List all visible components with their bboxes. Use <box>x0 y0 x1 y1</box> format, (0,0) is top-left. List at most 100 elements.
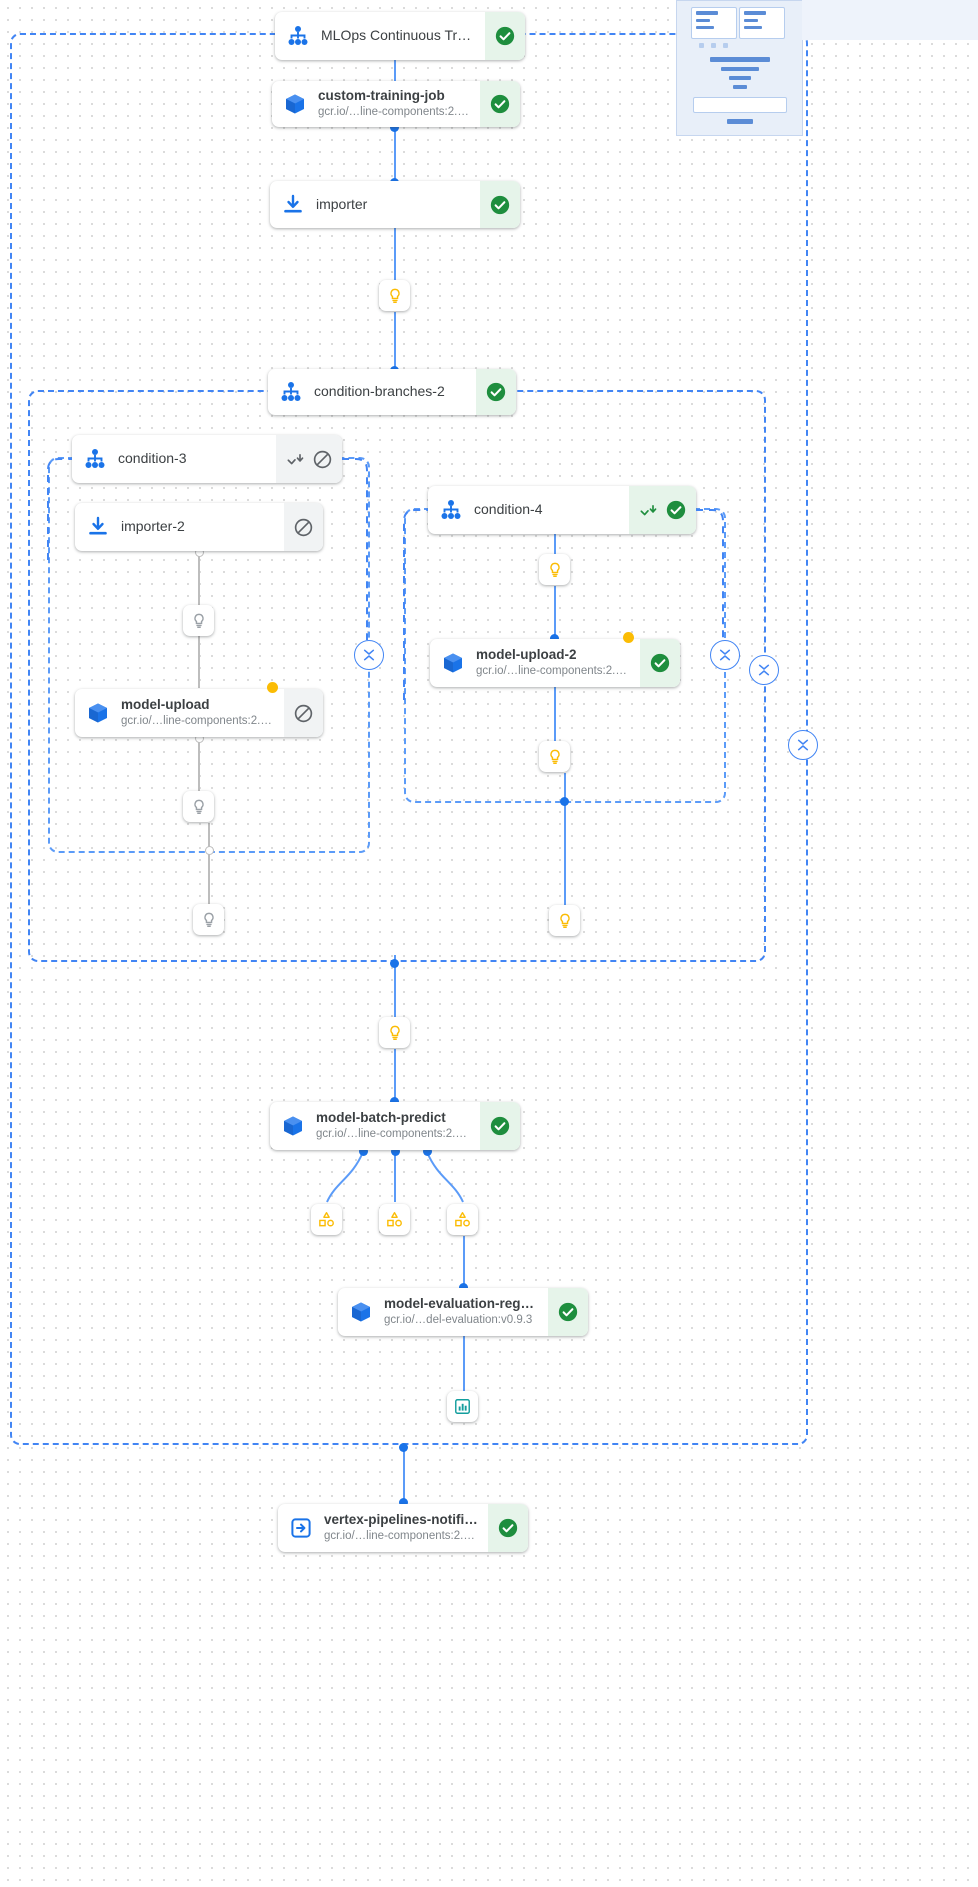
minimap-right-edge <box>802 0 978 40</box>
node-text: condition-4 <box>474 486 629 534</box>
chip-param-condition4-out[interactable] <box>549 905 580 936</box>
status-badge-succeeded <box>640 639 680 687</box>
edge-param-to-model-upload <box>198 636 200 688</box>
parameter-bulb-icon <box>193 799 204 814</box>
output-artifact-dot <box>623 632 634 643</box>
node-subtitle: gcr.io/…del-evaluation:v0.9.3 <box>384 1314 533 1327</box>
chip-param-branches-out[interactable] <box>379 1017 410 1048</box>
parameter-bulb-icon <box>389 1025 400 1040</box>
collapse-chevrons-icon <box>797 739 809 751</box>
node-importer-2[interactable]: importer-2 <box>75 503 323 551</box>
node-subtitle: gcr.io/…line-components:2.6.0 <box>121 715 274 728</box>
status-badge-succeeded <box>480 181 520 228</box>
edge-root-to-notification <box>403 1446 405 1504</box>
check-circle-icon <box>486 382 506 402</box>
edge-dot <box>459 1283 468 1292</box>
node-text: vertex-pipelines-notificat… gcr.io/…line… <box>324 1504 488 1552</box>
node-title: importer-2 <box>121 518 185 535</box>
status-badge-succeeded <box>488 1504 528 1552</box>
branch-merge-icon <box>287 454 304 465</box>
status-badge-succeeded <box>480 1102 520 1150</box>
check-circle-icon <box>650 653 670 673</box>
container-cube-icon <box>338 1288 384 1336</box>
minimap-bar <box>696 11 718 15</box>
node-condition-3[interactable]: condition-3 <box>72 435 342 483</box>
node-text: importer <box>316 181 480 228</box>
collapse-toggle-branches[interactable] <box>749 655 779 685</box>
check-circle-icon <box>495 26 515 46</box>
minimap-cluster <box>723 43 728 48</box>
node-subtitle: gcr.io/…line-components:2.6.0 <box>318 106 470 119</box>
node-text: custom-training-job gcr.io/…line-compone… <box>318 81 480 127</box>
edge-dot <box>359 1147 368 1156</box>
status-badge-skipped <box>276 435 342 483</box>
node-subtitle: gcr.io/…line-components:2.6.0 <box>324 1530 478 1543</box>
node-condition-branches-2[interactable]: condition-branches-2 <box>268 369 516 415</box>
chip-artifact-3[interactable] <box>447 1204 478 1235</box>
node-mlops-continuous-training[interactable]: MLOps Continuous Traini… <box>275 12 525 60</box>
minimap-bar <box>710 57 770 62</box>
chip-param-model-upload2-out[interactable] <box>539 741 570 772</box>
container-cube-icon <box>270 1102 316 1150</box>
edge-dot <box>399 1443 408 1452</box>
collapse-chevrons-icon <box>758 664 770 676</box>
import-download-icon <box>75 503 121 551</box>
chip-param-condition4-in[interactable] <box>539 554 570 585</box>
node-text: model-batch-predict gcr.io/…line-compone… <box>316 1102 480 1150</box>
node-model-upload-2[interactable]: model-upload-2 gcr.io/…line-components:2… <box>430 639 680 687</box>
edge-dot <box>205 846 214 855</box>
status-badge-succeeded <box>629 486 696 534</box>
status-badge-succeeded <box>548 1288 588 1336</box>
node-model-upload[interactable]: model-upload gcr.io/…line-components:2.6… <box>75 689 323 737</box>
container-cube-icon <box>75 689 121 737</box>
minimap-overview[interactable] <box>676 0 803 136</box>
minimap-bar <box>696 26 714 29</box>
edge-param-to-condition4-out <box>564 773 566 905</box>
edge-condition4-to-param <box>554 534 556 555</box>
edge-model-upload2-to-param <box>554 687 556 742</box>
pipeline-tree-icon <box>275 12 321 60</box>
node-title: model-upload-2 <box>476 646 577 662</box>
chip-metrics-1[interactable] <box>447 1391 478 1422</box>
node-model-evaluation-regression[interactable]: model-evaluation-regres… gcr.io/…del-eva… <box>338 1288 588 1336</box>
node-text: importer-2 <box>121 503 284 551</box>
chip-param-condition3-out[interactable] <box>193 904 224 935</box>
container-cube-icon <box>272 81 318 127</box>
parameter-bulb-icon <box>559 913 570 928</box>
node-text: MLOps Continuous Traini… <box>321 12 485 60</box>
node-vertex-pipelines-notification[interactable]: vertex-pipelines-notificat… gcr.io/…line… <box>278 1504 528 1552</box>
pipeline-tree-icon <box>268 369 314 415</box>
edge-dot <box>560 797 569 806</box>
artifact-shapes-icon <box>455 1211 470 1227</box>
node-text: model-upload gcr.io/…line-components:2.6… <box>121 689 284 737</box>
parameter-bulb-icon <box>549 562 560 577</box>
collapse-toggle-root[interactable] <box>788 730 818 760</box>
edge-dot <box>390 959 399 968</box>
chip-artifact-2[interactable] <box>379 1204 410 1235</box>
node-title: model-evaluation-regres… <box>384 1295 538 1311</box>
node-custom-training-job[interactable]: custom-training-job gcr.io/…line-compone… <box>272 81 520 127</box>
minimap-bar <box>744 11 766 15</box>
node-importer[interactable]: importer <box>270 181 520 228</box>
chip-artifact-1[interactable] <box>311 1204 342 1235</box>
node-condition-4[interactable]: condition-4 <box>428 486 696 534</box>
collapse-toggle-condition-4[interactable] <box>710 640 740 670</box>
check-circle-icon <box>490 94 510 114</box>
node-model-batch-predict[interactable]: model-batch-predict gcr.io/…line-compone… <box>270 1102 520 1150</box>
edge-dot <box>390 1097 399 1106</box>
check-circle-icon <box>490 1116 510 1136</box>
pipeline-tree-icon <box>428 486 474 534</box>
status-badge-succeeded <box>476 369 516 415</box>
collapse-toggle-condition-3[interactable] <box>354 640 384 670</box>
minimap-bar <box>721 67 759 71</box>
chip-param-importer2-out[interactable] <box>183 605 214 636</box>
check-circle-icon <box>490 195 510 214</box>
parameter-bulb-icon <box>389 288 400 303</box>
chip-param-model-upload-out[interactable] <box>183 791 214 822</box>
chip-param-importer-out[interactable] <box>379 280 410 311</box>
parameter-bulb-icon <box>549 749 560 764</box>
skipped-block-icon <box>294 704 313 722</box>
minimap-bar <box>729 76 751 80</box>
node-title: custom-training-job <box>318 87 445 103</box>
